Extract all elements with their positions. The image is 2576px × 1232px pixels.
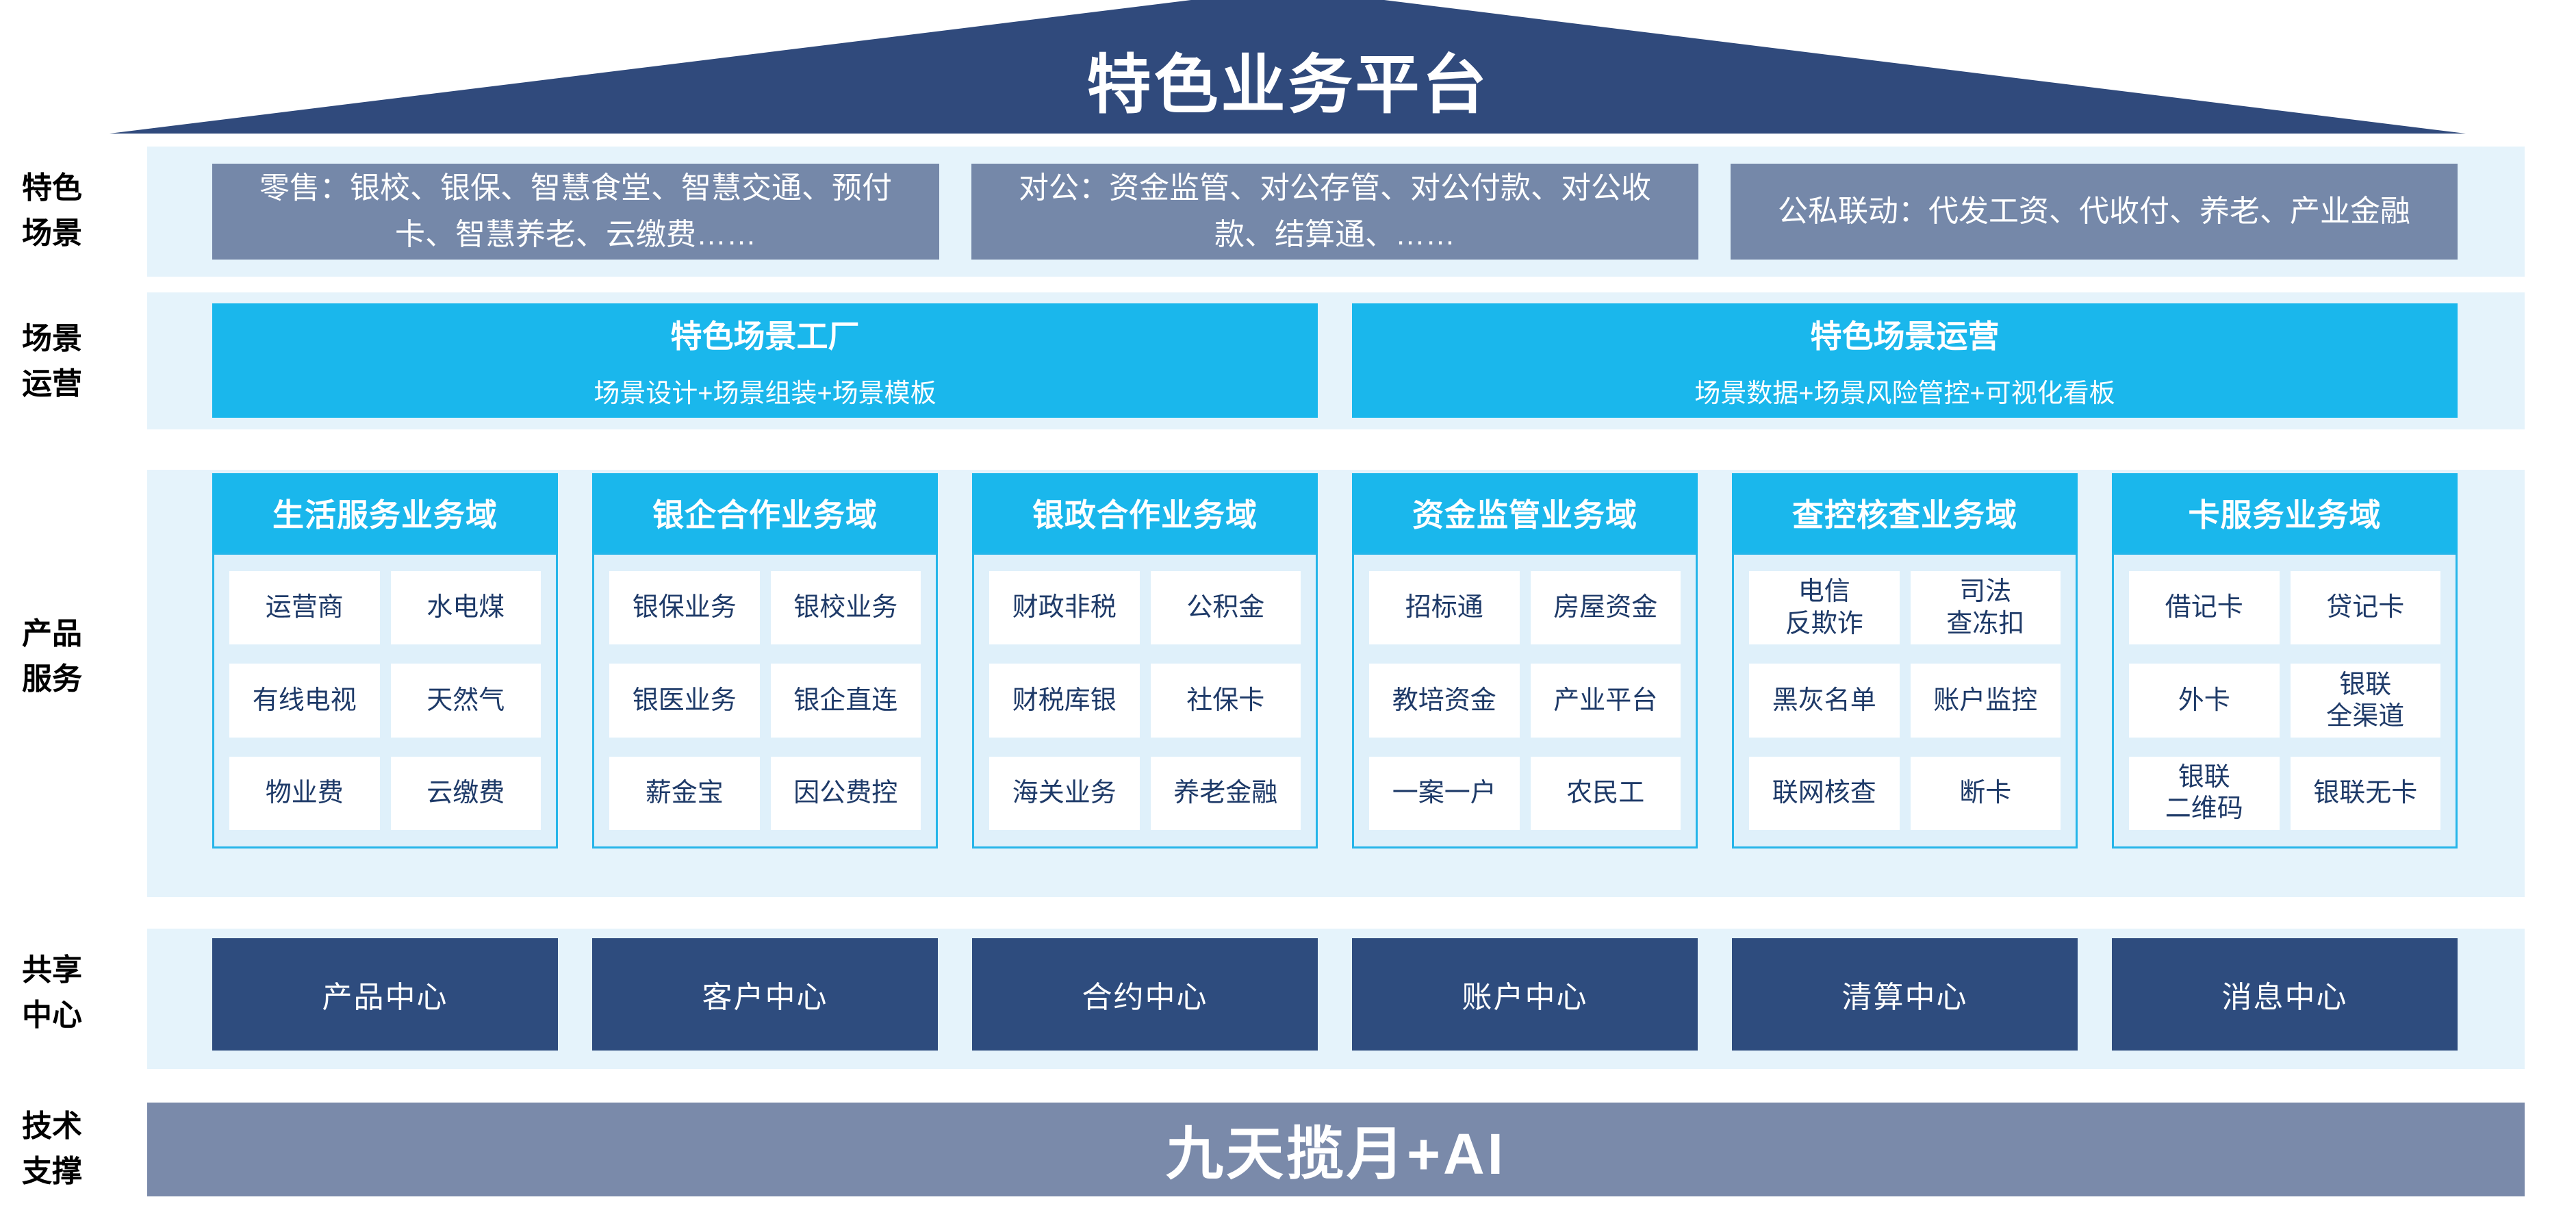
scene-box-public-private: 公私联动：代发工资、代收付、养老、产业金融 <box>1731 164 2458 260</box>
product-cell: 有线电视 <box>229 664 380 738</box>
product-column-body: 运营商 水电煤 有线电视 天然气 物业费 云缴费 <box>212 553 558 848</box>
product-cell: 贷记卡 <box>2290 571 2440 645</box>
operation-box-subtitle: 场景数据+场景风险管控+可视化看板 <box>1694 379 2115 408</box>
row-label-scene: 特色 场景 <box>22 171 82 250</box>
product-row: 生活服务业务域 运营商 水电煤 有线电视 天然气 物业费 云缴费 银企合作业务域… <box>147 470 2525 897</box>
product-column-body: 电信 反欺诈 司法 查冻扣 黑灰名单 账户监控 联网核查 断卡 <box>1732 553 2078 848</box>
platform-title: 特色业务平台 <box>1086 49 1490 121</box>
product-cell: 银校业务 <box>770 571 921 645</box>
operation-box-title: 特色场景工厂 <box>670 318 860 354</box>
product-cell: 断卡 <box>1910 756 2061 830</box>
product-cell: 水电煤 <box>390 571 541 645</box>
center-box-customer: 客户中心 <box>592 938 938 1051</box>
product-cell: 借记卡 <box>2129 571 2280 645</box>
center-box-product: 产品中心 <box>212 938 558 1051</box>
product-cell: 外卡 <box>2129 664 2280 738</box>
operation-box-subtitle: 场景设计+场景组装+场景模板 <box>594 379 936 408</box>
operation-box-ops: 特色场景运营 场景数据+场景风险管控+可视化看板 <box>1352 303 2458 418</box>
scene-box-retail: 零售：银校、银保、智慧食堂、智慧交通、预付卡、智慧养老、云缴费…… <box>212 164 939 260</box>
product-cell: 一案一户 <box>1369 756 1520 830</box>
product-column-life-services: 生活服务业务域 运营商 水电煤 有线电视 天然气 物业费 云缴费 <box>212 473 558 897</box>
product-column-body: 借记卡 贷记卡 外卡 银联 全渠道 银联 二维码 银联无卡 <box>2112 553 2458 848</box>
product-cell: 产业平台 <box>1530 664 1681 738</box>
operation-row: 特色场景工厂 场景设计+场景组装+场景模板 特色场景运营 场景数据+场景风险管控… <box>147 292 2525 429</box>
row-label-center: 共享 中心 <box>22 953 82 1032</box>
product-cell: 银联无卡 <box>2290 756 2440 830</box>
product-cell: 银联 全渠道 <box>2290 664 2440 738</box>
product-cell: 薪金宝 <box>609 756 760 830</box>
product-cell: 司法 查冻扣 <box>1910 571 2061 645</box>
tech-support-title: 九天揽月+AI <box>1165 1122 1507 1186</box>
shared-center-row: 产品中心 客户中心 合约中心 账户中心 清算中心 消息中心 <box>147 929 2525 1069</box>
product-cell: 运营商 <box>229 571 380 645</box>
product-cell: 银医业务 <box>609 664 760 738</box>
product-cell: 招标通 <box>1369 571 1520 645</box>
product-column-inquiry-control: 查控核查业务域 电信 反欺诈 司法 查冻扣 黑灰名单 账户监控 联网核查 断卡 <box>1732 473 2078 897</box>
product-column-bank-government: 银政合作业务域 财政非税 公积金 财税库银 社保卡 海关业务 养老金融 <box>972 473 1318 897</box>
product-cell: 农民工 <box>1530 756 1681 830</box>
product-cell: 账户监控 <box>1910 664 2061 738</box>
product-cell: 因公费控 <box>770 756 921 830</box>
operation-box-factory: 特色场景工厂 场景设计+场景组装+场景模板 <box>212 303 1318 418</box>
product-column-body: 招标通 房屋资金 教培资金 产业平台 一案一户 农民工 <box>1352 553 1698 848</box>
product-column-body: 财政非税 公积金 财税库银 社保卡 海关业务 养老金融 <box>972 553 1318 848</box>
center-box-account: 账户中心 <box>1352 938 1698 1051</box>
row-label-tech: 技术 支撑 <box>22 1109 82 1188</box>
product-cell: 银保业务 <box>609 571 760 645</box>
product-column-header: 生活服务业务域 <box>212 473 558 553</box>
product-column-card-services: 卡服务业务域 借记卡 贷记卡 外卡 银联 全渠道 银联 二维码 银联无卡 <box>2112 473 2458 897</box>
row-label-operation: 场景 运营 <box>22 322 82 401</box>
product-cell: 云缴费 <box>390 756 541 830</box>
product-column-header: 卡服务业务域 <box>2112 473 2458 553</box>
center-box-message: 消息中心 <box>2112 938 2458 1051</box>
product-cell: 黑灰名单 <box>1749 664 1900 738</box>
center-box-contract: 合约中心 <box>972 938 1318 1051</box>
roof-shape <box>110 0 2466 134</box>
row-label-product: 产品 服务 <box>22 617 82 696</box>
product-column-header: 银政合作业务域 <box>972 473 1318 553</box>
product-column-header: 查控核查业务域 <box>1732 473 2078 553</box>
product-cell: 海关业务 <box>989 756 1140 830</box>
product-cell: 教培资金 <box>1369 664 1520 738</box>
product-column-header: 银企合作业务域 <box>592 473 938 553</box>
product-column-fund-supervision: 资金监管业务域 招标通 房屋资金 教培资金 产业平台 一案一户 农民工 <box>1352 473 1698 897</box>
product-column-bank-enterprise: 银企合作业务域 银保业务 银校业务 银医业务 银企直连 薪金宝 因公费控 <box>592 473 938 897</box>
center-box-clearing: 清算中心 <box>1732 938 2078 1051</box>
product-cell: 联网核查 <box>1749 756 1900 830</box>
product-cell: 银联 二维码 <box>2129 756 2280 830</box>
product-cell: 电信 反欺诈 <box>1749 571 1900 645</box>
product-cell: 物业费 <box>229 756 380 830</box>
scene-box-corporate: 对公：资金监管、对公存管、对公付款、对公收款、结算通、…… <box>971 164 1698 260</box>
product-column-header: 资金监管业务域 <box>1352 473 1698 553</box>
product-cell: 社保卡 <box>1150 664 1301 738</box>
product-cell: 财税库银 <box>989 664 1140 738</box>
operation-box-title: 特色场景运营 <box>1810 318 2000 354</box>
tech-support-band: 九天揽月+AI <box>147 1103 2525 1196</box>
product-column-body: 银保业务 银校业务 银医业务 银企直连 薪金宝 因公费控 <box>592 553 938 848</box>
product-cell: 房屋资金 <box>1530 571 1681 645</box>
product-cell: 天然气 <box>390 664 541 738</box>
product-cell: 养老金融 <box>1150 756 1301 830</box>
product-cell: 公积金 <box>1150 571 1301 645</box>
product-cell: 银企直连 <box>770 664 921 738</box>
scene-row: 零售：银校、银保、智慧食堂、智慧交通、预付卡、智慧养老、云缴费…… 对公：资金监… <box>147 147 2525 277</box>
product-cell: 财政非税 <box>989 571 1140 645</box>
